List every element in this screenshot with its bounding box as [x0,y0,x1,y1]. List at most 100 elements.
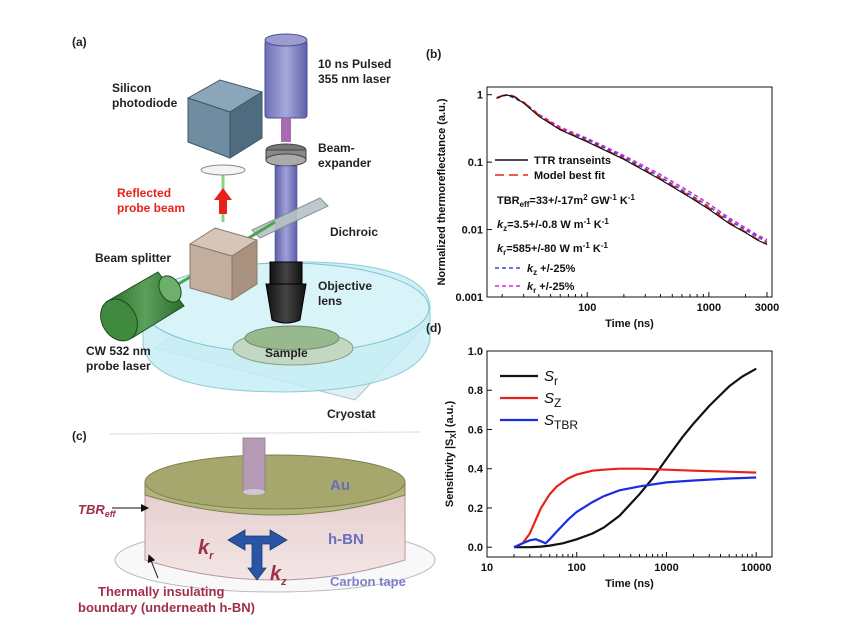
hbn-label: h-BN [328,531,364,548]
chart-b-annotation-kr: kr=585+/-80 W m-1 K-1 [497,241,608,257]
tbr-annotation: TBReff [78,502,149,519]
thermal-conductivity-arrows: kr kz [198,529,288,588]
chart-b-ytick-label: 0.01 [462,225,483,237]
photodiode-label-2: photodiode [112,96,178,110]
chart-b-legend-kz_var: kz +/-25% [527,263,576,277]
objective-label-2: lens [318,294,342,308]
au-layer [144,454,406,516]
chart-b-legend-kr_var-part: k [527,281,534,293]
chart-b-ylabel: Normalized thermoreflectance (a.u.) [436,98,448,285]
panel-b-label: (b) [426,47,441,61]
chart-d-series-z [513,467,757,549]
dichroic-label: Dichroic [330,225,378,239]
chart-b-xtick-label: 1000 [697,302,721,314]
kr-label-main: k [198,537,210,559]
chart-d-legend-sub: Z [554,396,561,410]
chart-b-legend-kr_var-part: +/-25% [536,281,574,293]
chart-d-legend-label: SZ [544,390,561,410]
chart-b-ytick-label: 1 [477,90,483,102]
chart-d-legend-prefix: S [544,368,554,385]
chart-b-annotation-kz: kz=3.5+/-0.8 W m-1 K-1 [497,217,609,233]
chart-b-series-line [496,93,768,241]
chart-b-legend-kz_var-part: k [527,263,534,275]
laser-label-1: 10 ns Pulsed [318,57,391,71]
chart-b-annotation-kr-part: k [497,243,504,255]
chart-b-annotation-tbr-part: =33+/-17m [529,195,583,207]
beam-expander: Beam- expander [265,141,372,170]
probe-laser: CW 532 nm probe laser [86,271,185,373]
chart-d-ytick-label: 0.2 [468,503,483,515]
pulsed-laser: 10 ns Pulsed 355 nm laser [264,33,391,142]
chart-b-annotation-kr-part: r [503,248,506,257]
pump-beam [242,437,266,494]
tbr-label-main: TBR [78,502,105,517]
chart-b-annotation-kz-part: z [503,224,507,233]
tbr-label: TBReff [78,502,117,519]
chart-b-legend-kz_var-part: +/-25% [537,263,575,275]
chart-b-annotation-kr-part: -1 [601,241,609,250]
boundary-label-2: boundary (underneath h-BN) [78,600,255,615]
chart-b-ytick-label: 0.001 [455,292,483,304]
chart-d-legend-prefix: S [544,412,554,429]
chart-d-ylabel-part: X [449,433,458,439]
kr-label-sub: r [209,550,214,562]
chart-b-annotation-kz-part: -1 [584,217,592,226]
chart-b-annotation-tbr-part: K [617,195,628,207]
chart-b-legend-label: Model best fit [534,170,605,182]
chart-b-annotation-tbr-part: GW [588,195,611,207]
chart-d-xtick-label: 1000 [654,562,678,574]
reflected-label-1: Reflected [117,186,171,200]
sample: Sample [232,325,354,366]
chart-d-ytick-label: 0.0 [468,542,483,554]
chart-b-annotation-kz-part: =3.5+/-0.8 W m [507,219,584,231]
panel-c-label: (c) [72,429,87,443]
carbon-tape-label: Carbon tape [330,574,406,589]
chart-b-annotation-tbr: TBReff=33+/-17m2 GW-1 K-1 [497,193,635,209]
beam-splitter-label: Beam splitter [95,251,171,265]
kz-label-main: k [270,563,282,585]
chart-b-annotation-tbr-part: 2 [583,193,588,202]
chart-b-series-line [496,93,768,243]
chart-b-annotation-tbr-part: eff [520,200,530,209]
chart-d-xtick-label: 10 [481,562,493,574]
chart-d-ylabel-part: | (a.u.) [444,401,456,434]
reflected-probe-beam: Reflected probe beam [117,186,232,215]
chart-b-xtick-label: 3000 [755,302,779,314]
panel-d-label: (d) [426,321,441,335]
chart-d-legend-label: Sr [544,368,558,388]
kr-label: kr [198,537,214,562]
chart-d-legend-sub: TBR [554,418,578,432]
dichroic: Dichroic [251,197,378,239]
chart-b-annotation-kz-part: -1 [602,217,610,226]
chart-d-series-tbr [513,476,757,549]
chart-d-ytick-label: 0.6 [468,424,483,436]
chart-d-ytick-label: 0.8 [468,385,483,397]
chart-d-ytick-label: 1.0 [468,346,483,358]
photodiode-label-1: Silicon [112,81,151,95]
objective-label-1: Objective [318,279,372,293]
chart-b-annotation-tbr-part: TBR [497,195,520,207]
chart-b-annotation-kr-part: =585+/-80 W m [506,243,583,255]
objective-lens: Objective lens [265,261,372,324]
chart-b-xtick-label: 100 [578,302,596,314]
chart-d-ylabel: Sensitivity |SX| (a.u.) [444,401,458,508]
chart-b-legend-kz_var-part: z [533,268,537,277]
boundary-annotation: Thermally insulating boundary (underneat… [78,554,255,615]
boundary-label-1: Thermally insulating [98,584,224,599]
beam-expander-label-1: Beam- [318,141,355,155]
beam-expander-label-2: expander [318,156,372,170]
chart-d-xtick-label: 100 [568,562,586,574]
chart-d-legend-sub: r [554,374,558,388]
panel-a: (a) Cryostat Sample 10 ns Pulsed 355 nm … [72,33,432,421]
reflected-label-2: probe beam [117,201,185,215]
cryostat-label: Cryostat [327,407,376,421]
au-label: Au [330,477,350,494]
chart-d-ylabel-part: Sensitivity |S [444,439,456,508]
chart-d-xtick-label: 10000 [741,562,772,574]
laser-label-2: 355 nm laser [318,72,391,86]
sample-label: Sample [265,346,308,360]
tbr-label-sub: eff [105,509,117,519]
